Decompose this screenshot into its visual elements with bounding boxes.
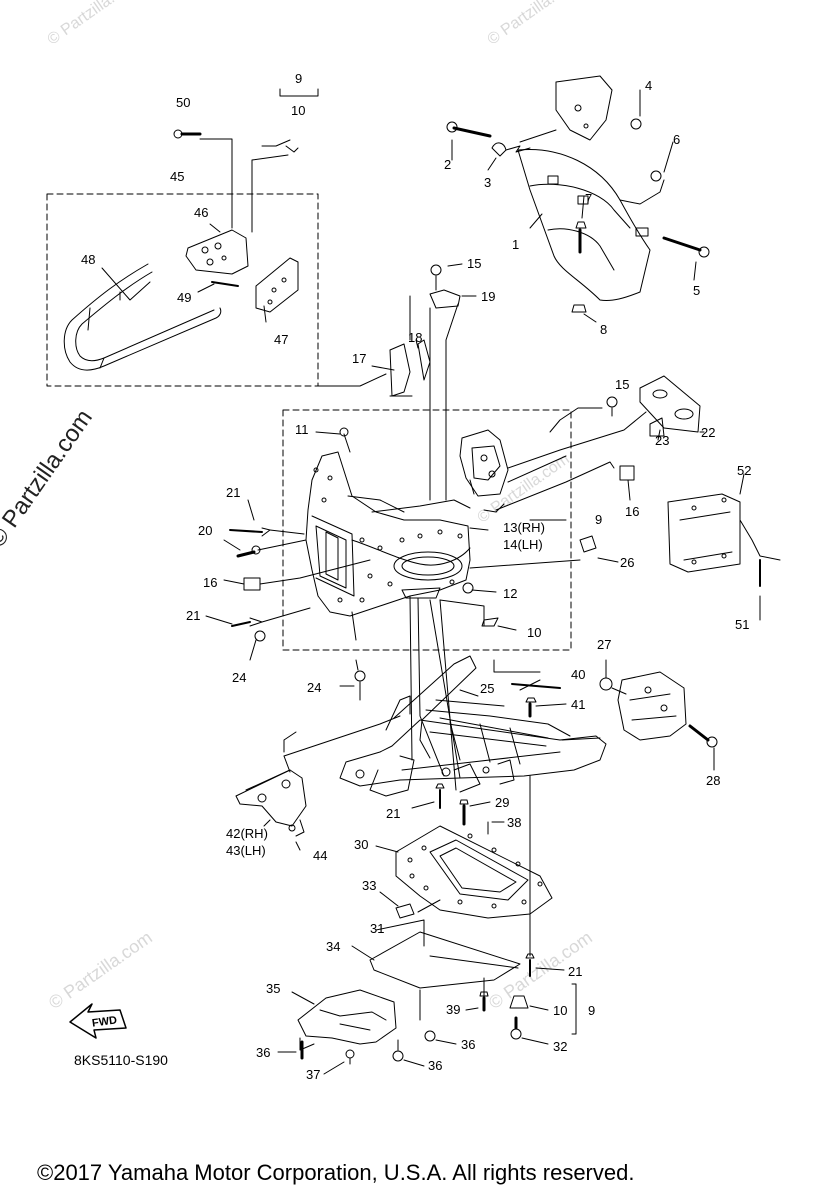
callout-30: 30 <box>354 837 369 852</box>
callout-13-rh: 13(RH) <box>503 520 545 535</box>
callout-12: 12 <box>503 586 518 601</box>
callout-28: 28 <box>706 773 721 788</box>
callout-51: 51 <box>735 617 750 632</box>
callout-19: 19 <box>481 289 496 304</box>
callout-49: 49 <box>177 290 192 305</box>
callout-40: 40 <box>571 667 586 682</box>
callout-25: 25 <box>480 681 495 696</box>
callout-16-right: 16 <box>625 504 640 519</box>
callout-21-left: 21 <box>186 608 201 623</box>
inset-box-9 <box>282 409 572 651</box>
callout-3: 3 <box>484 175 492 190</box>
callout-21-frame: 21 <box>386 806 401 821</box>
callout-34: 34 <box>326 939 341 954</box>
callout-31: 31 <box>370 921 385 936</box>
callout-46: 46 <box>194 205 209 220</box>
callout-26: 26 <box>620 555 635 570</box>
inset-box-45 <box>46 193 319 387</box>
callout-38: 38 <box>507 815 522 830</box>
callout-10-panel: 10 <box>527 625 542 640</box>
callout-35: 35 <box>266 981 281 996</box>
callout-50: 50 <box>176 95 191 110</box>
bumper-48 <box>63 263 222 371</box>
callout-11: 11 <box>295 422 309 437</box>
callout-9: 9 <box>295 71 303 86</box>
bracket-46 <box>185 229 249 275</box>
callout-4: 4 <box>645 78 653 93</box>
callout-48: 48 <box>81 252 96 267</box>
callout-44: 44 <box>313 848 328 863</box>
callout-43-lh: 43(LH) <box>226 843 266 858</box>
callout-9-panel: 9 <box>595 512 603 527</box>
callout-6: 6 <box>673 132 681 147</box>
callout-39: 39 <box>446 1002 461 1017</box>
callout-47: 47 <box>274 332 289 347</box>
callout-14-lh: 14(LH) <box>503 537 543 552</box>
copyright-notice: ©2017 Yamaha Motor Corporation, U.S.A. A… <box>37 1160 635 1185</box>
callout-42-rh: 42(RH) <box>226 826 268 841</box>
front-panel <box>305 451 471 617</box>
callout-15: 15 <box>467 256 482 271</box>
callout-10: 10 <box>291 103 306 118</box>
callout-10-lower: 10 <box>553 1003 568 1018</box>
fwd-arrow-icon <box>69 1003 127 1039</box>
callout-24-lower: 24 <box>307 680 322 695</box>
bracket-47 <box>255 257 299 313</box>
callout-36-mid: 36 <box>461 1037 476 1052</box>
drawing-code: 8KS5110-S190 <box>74 1052 168 1068</box>
callout-18: 18 <box>408 330 423 345</box>
callout-2: 2 <box>444 157 452 172</box>
callout-52: 52 <box>737 463 752 478</box>
callout-32: 32 <box>553 1039 568 1054</box>
callout-21-lower: 21 <box>568 964 583 979</box>
callout-45: 45 <box>170 169 185 184</box>
callout-22: 22 <box>701 425 716 440</box>
callout-29: 29 <box>495 795 510 810</box>
callout-17: 17 <box>352 351 367 366</box>
callout-1: 1 <box>512 237 520 252</box>
callout-23: 23 <box>655 433 670 448</box>
callout-9-lower: 9 <box>588 1003 596 1018</box>
callout-5: 5 <box>693 283 701 298</box>
guard-1 <box>517 75 651 301</box>
callout-16-left: 16 <box>203 575 218 590</box>
frame-25 <box>339 655 607 797</box>
callout-37: 37 <box>306 1067 321 1082</box>
callout-41: 41 <box>571 697 586 712</box>
callout-24-left: 24 <box>232 670 247 685</box>
callout-15-right: 15 <box>615 377 630 392</box>
callout-20: 20 <box>198 523 213 538</box>
callout-36-bottom: 36 <box>428 1058 443 1073</box>
callout-8: 8 <box>600 322 608 337</box>
callout-33: 33 <box>362 878 377 893</box>
skid-plate-30 <box>395 825 553 919</box>
callout-7: 7 <box>585 191 593 206</box>
callout-36-left: 36 <box>256 1045 271 1060</box>
callout-21-upper: 21 <box>226 485 241 500</box>
callout-27: 27 <box>597 637 612 652</box>
